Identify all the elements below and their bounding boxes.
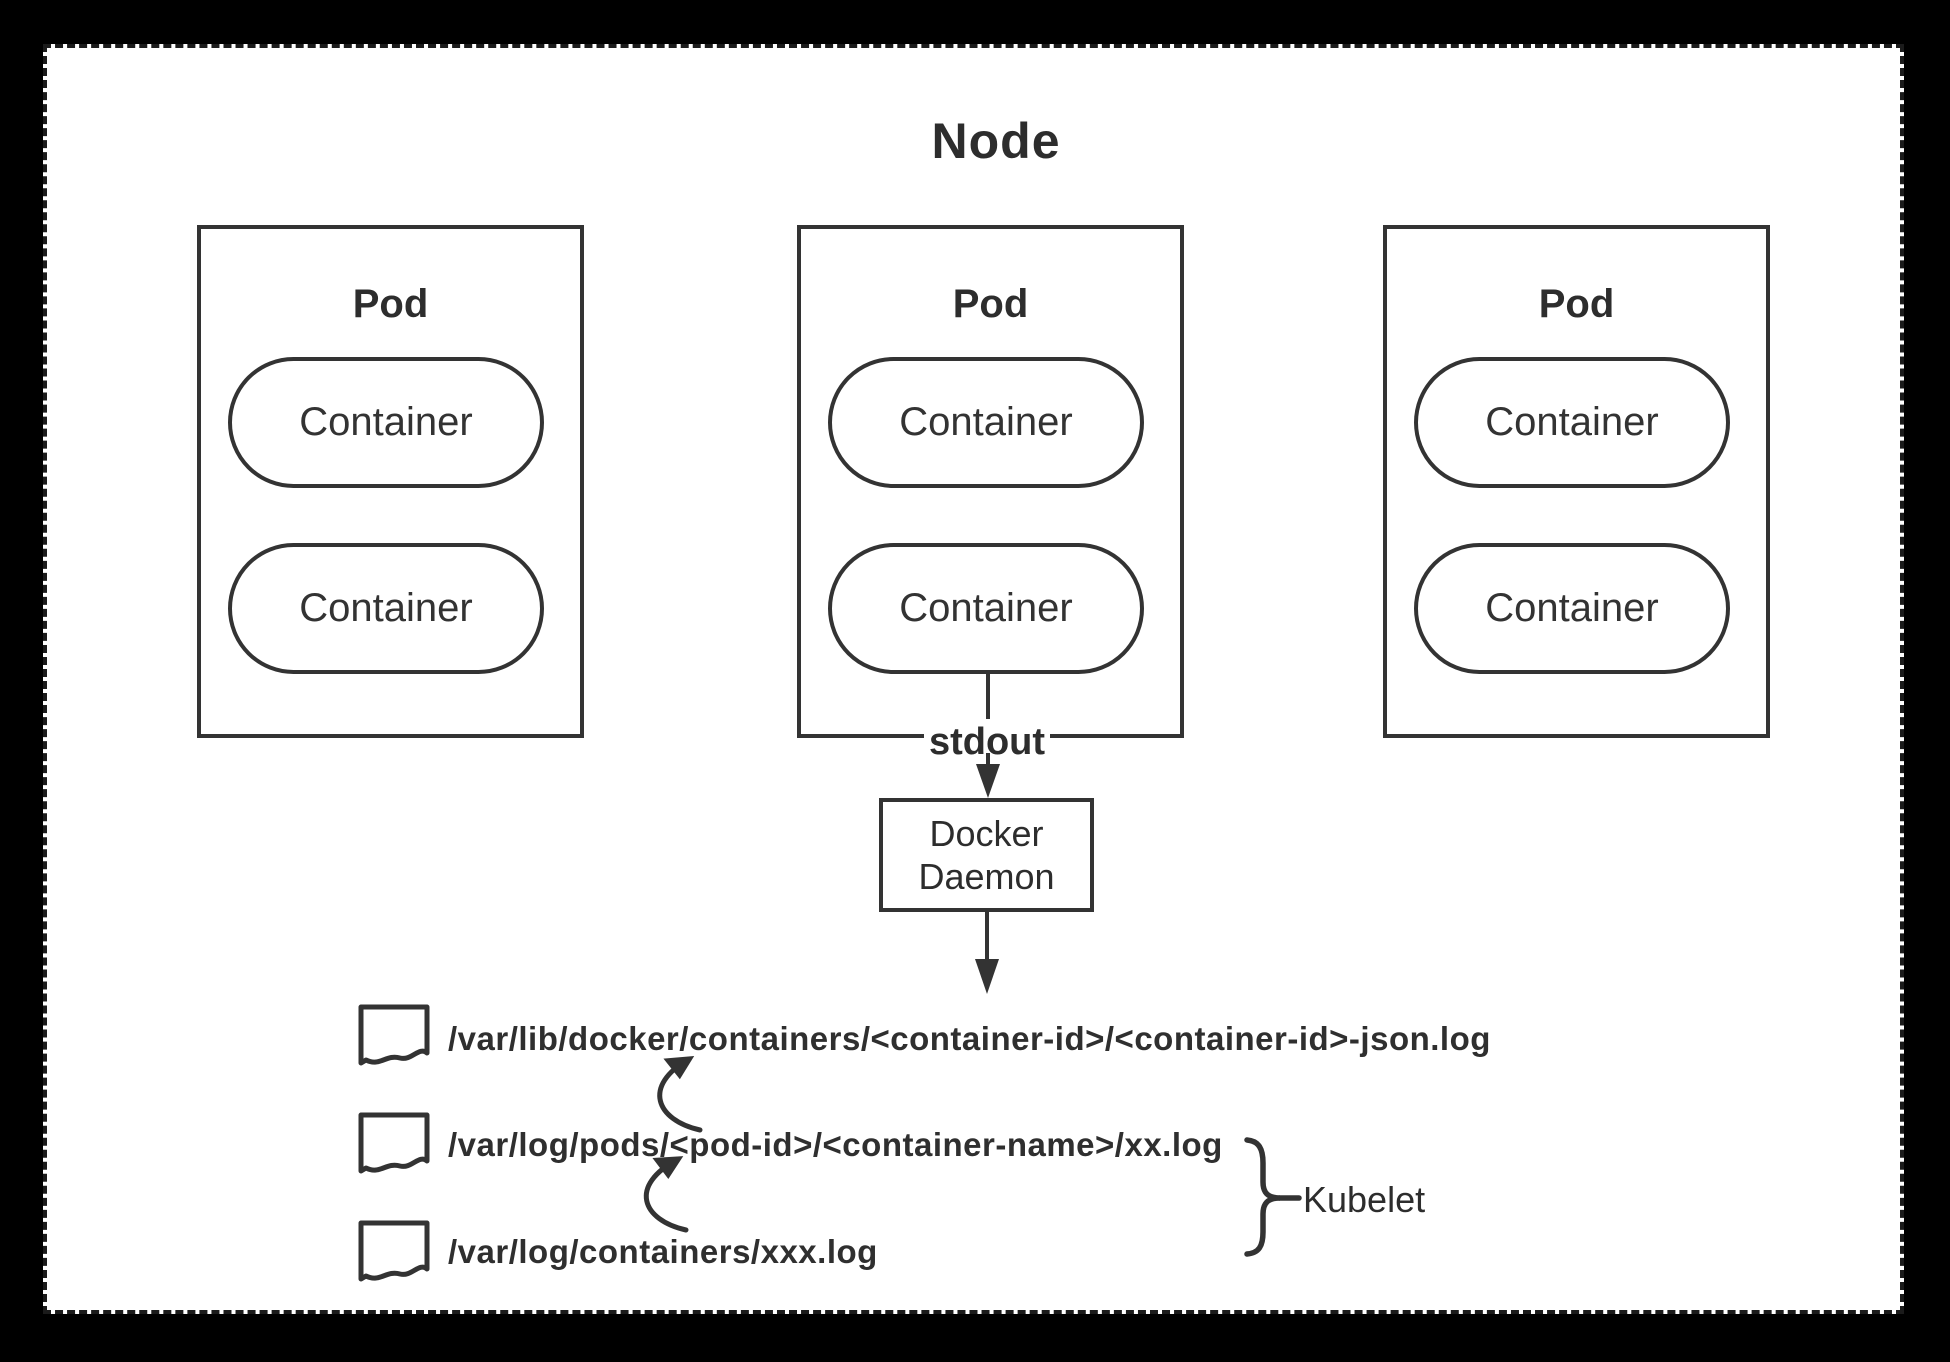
log-path-docker-json: /var/lib/docker/containers/<container-id… <box>448 1020 1491 1057</box>
node-title: Node <box>931 113 1061 169</box>
kubelet-label: Kubelet <box>1303 1179 1426 1220</box>
stdout-edge-label: stdout <box>924 720 1050 764</box>
pod-label: Pod <box>352 282 429 326</box>
container-box: Container <box>828 543 1144 674</box>
node-boundary <box>43 44 1904 1314</box>
log-path-pods: /var/log/pods/<pod-id>/<container-name>/… <box>448 1126 1223 1163</box>
container-box: Container <box>1414 543 1730 674</box>
container-box: Container <box>228 543 544 674</box>
docker-daemon-line2: Daemon <box>918 856 1055 897</box>
log-path-containers: /var/log/containers/xxx.log <box>448 1233 878 1270</box>
pod-label: Pod <box>952 282 1029 326</box>
container-box: Container <box>1414 357 1730 488</box>
pod-label: Pod <box>1538 282 1615 326</box>
docker-daemon-box: Docker Daemon <box>879 798 1094 912</box>
pod-box-2: Pod Container Container <box>797 225 1184 738</box>
container-box: Container <box>828 357 1144 488</box>
container-box: Container <box>228 357 544 488</box>
pod-box-3: Pod Container Container <box>1383 225 1770 738</box>
pod-box-1: Pod Container Container <box>197 225 584 738</box>
docker-daemon-line1: Docker <box>929 813 1044 854</box>
